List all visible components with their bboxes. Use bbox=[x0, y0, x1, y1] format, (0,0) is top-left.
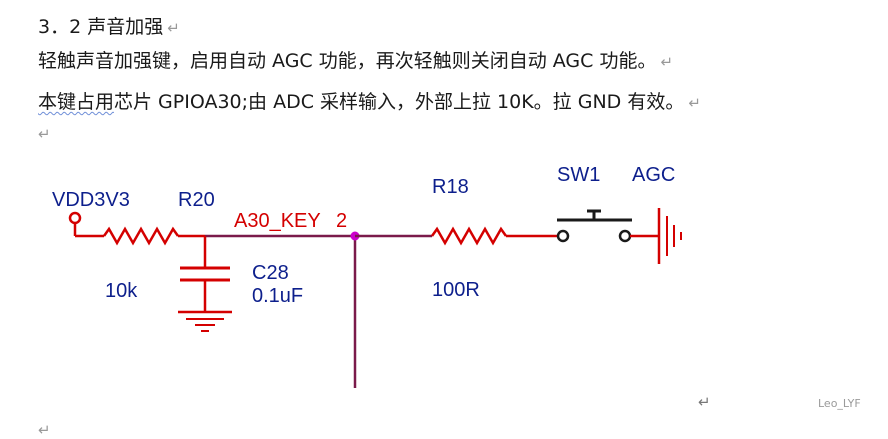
watermark: Leo_LYF bbox=[818, 397, 861, 410]
sw1-contact-right bbox=[618, 229, 632, 243]
sw1-value-label: AGC bbox=[632, 164, 675, 186]
ground-icon bbox=[178, 310, 232, 332]
return-mark-icon: ↵ bbox=[38, 421, 51, 439]
spellcheck-squiggle-word: 本键占用 bbox=[38, 91, 115, 113]
sw1-ref-label: SW1 bbox=[557, 164, 600, 186]
return-mark-icon: ↵ bbox=[660, 53, 674, 71]
return-mark-icon: ↵ bbox=[38, 125, 51, 143]
schematic-diagram: VDD3V3 R20 10k C28 0.1uF A30_KEY 2 R18 1… bbox=[52, 164, 682, 388]
net-label: A30_KEY bbox=[234, 210, 321, 232]
paragraph-agc: 轻触声音加强键，启用自动 AGC 功能，再次轻触则关闭自动 AGC 功能。↵ bbox=[38, 46, 673, 73]
return-mark-icon: ↵ bbox=[688, 94, 701, 112]
ground-icon bbox=[657, 208, 682, 264]
section-heading: 3．2 声音加强↵ bbox=[38, 12, 180, 39]
r20-value-label: 10k bbox=[105, 280, 138, 302]
sw1-contact-left bbox=[556, 229, 570, 243]
return-mark-icon: ↵ bbox=[698, 393, 711, 411]
c28-ref-label: C28 bbox=[252, 262, 289, 284]
vdd-label: VDD3V3 bbox=[52, 189, 130, 211]
return-mark-icon: ↵ bbox=[167, 19, 180, 37]
paragraph-agc-text: 轻触声音加强键，启用自动 AGC 功能，再次轻触则关闭自动 AGC 功能。 bbox=[38, 50, 657, 72]
paragraph-gpio-text: 芯片 GPIOA30;由 ADC 采样输入，外部上拉 10K。拉 GND 有效。 bbox=[114, 91, 685, 113]
paragraph-gpio: 本键占用芯片 GPIOA30;由 ADC 采样输入，外部上拉 10K。拉 GND… bbox=[38, 87, 701, 114]
r18-resistor bbox=[430, 226, 508, 246]
r20-resistor bbox=[102, 226, 180, 246]
empty-paragraph: ↵ bbox=[38, 122, 51, 144]
section-heading-text: 3．2 声音加强 bbox=[38, 16, 164, 38]
r18-value-label: 100R bbox=[432, 279, 480, 301]
vdd-terminal bbox=[68, 211, 82, 225]
c28-value-label: 0.1uF bbox=[252, 285, 303, 307]
r20-ref-label: R20 bbox=[178, 189, 215, 211]
net-pin-label: 2 bbox=[336, 210, 347, 232]
r18-ref-label: R18 bbox=[432, 176, 469, 198]
